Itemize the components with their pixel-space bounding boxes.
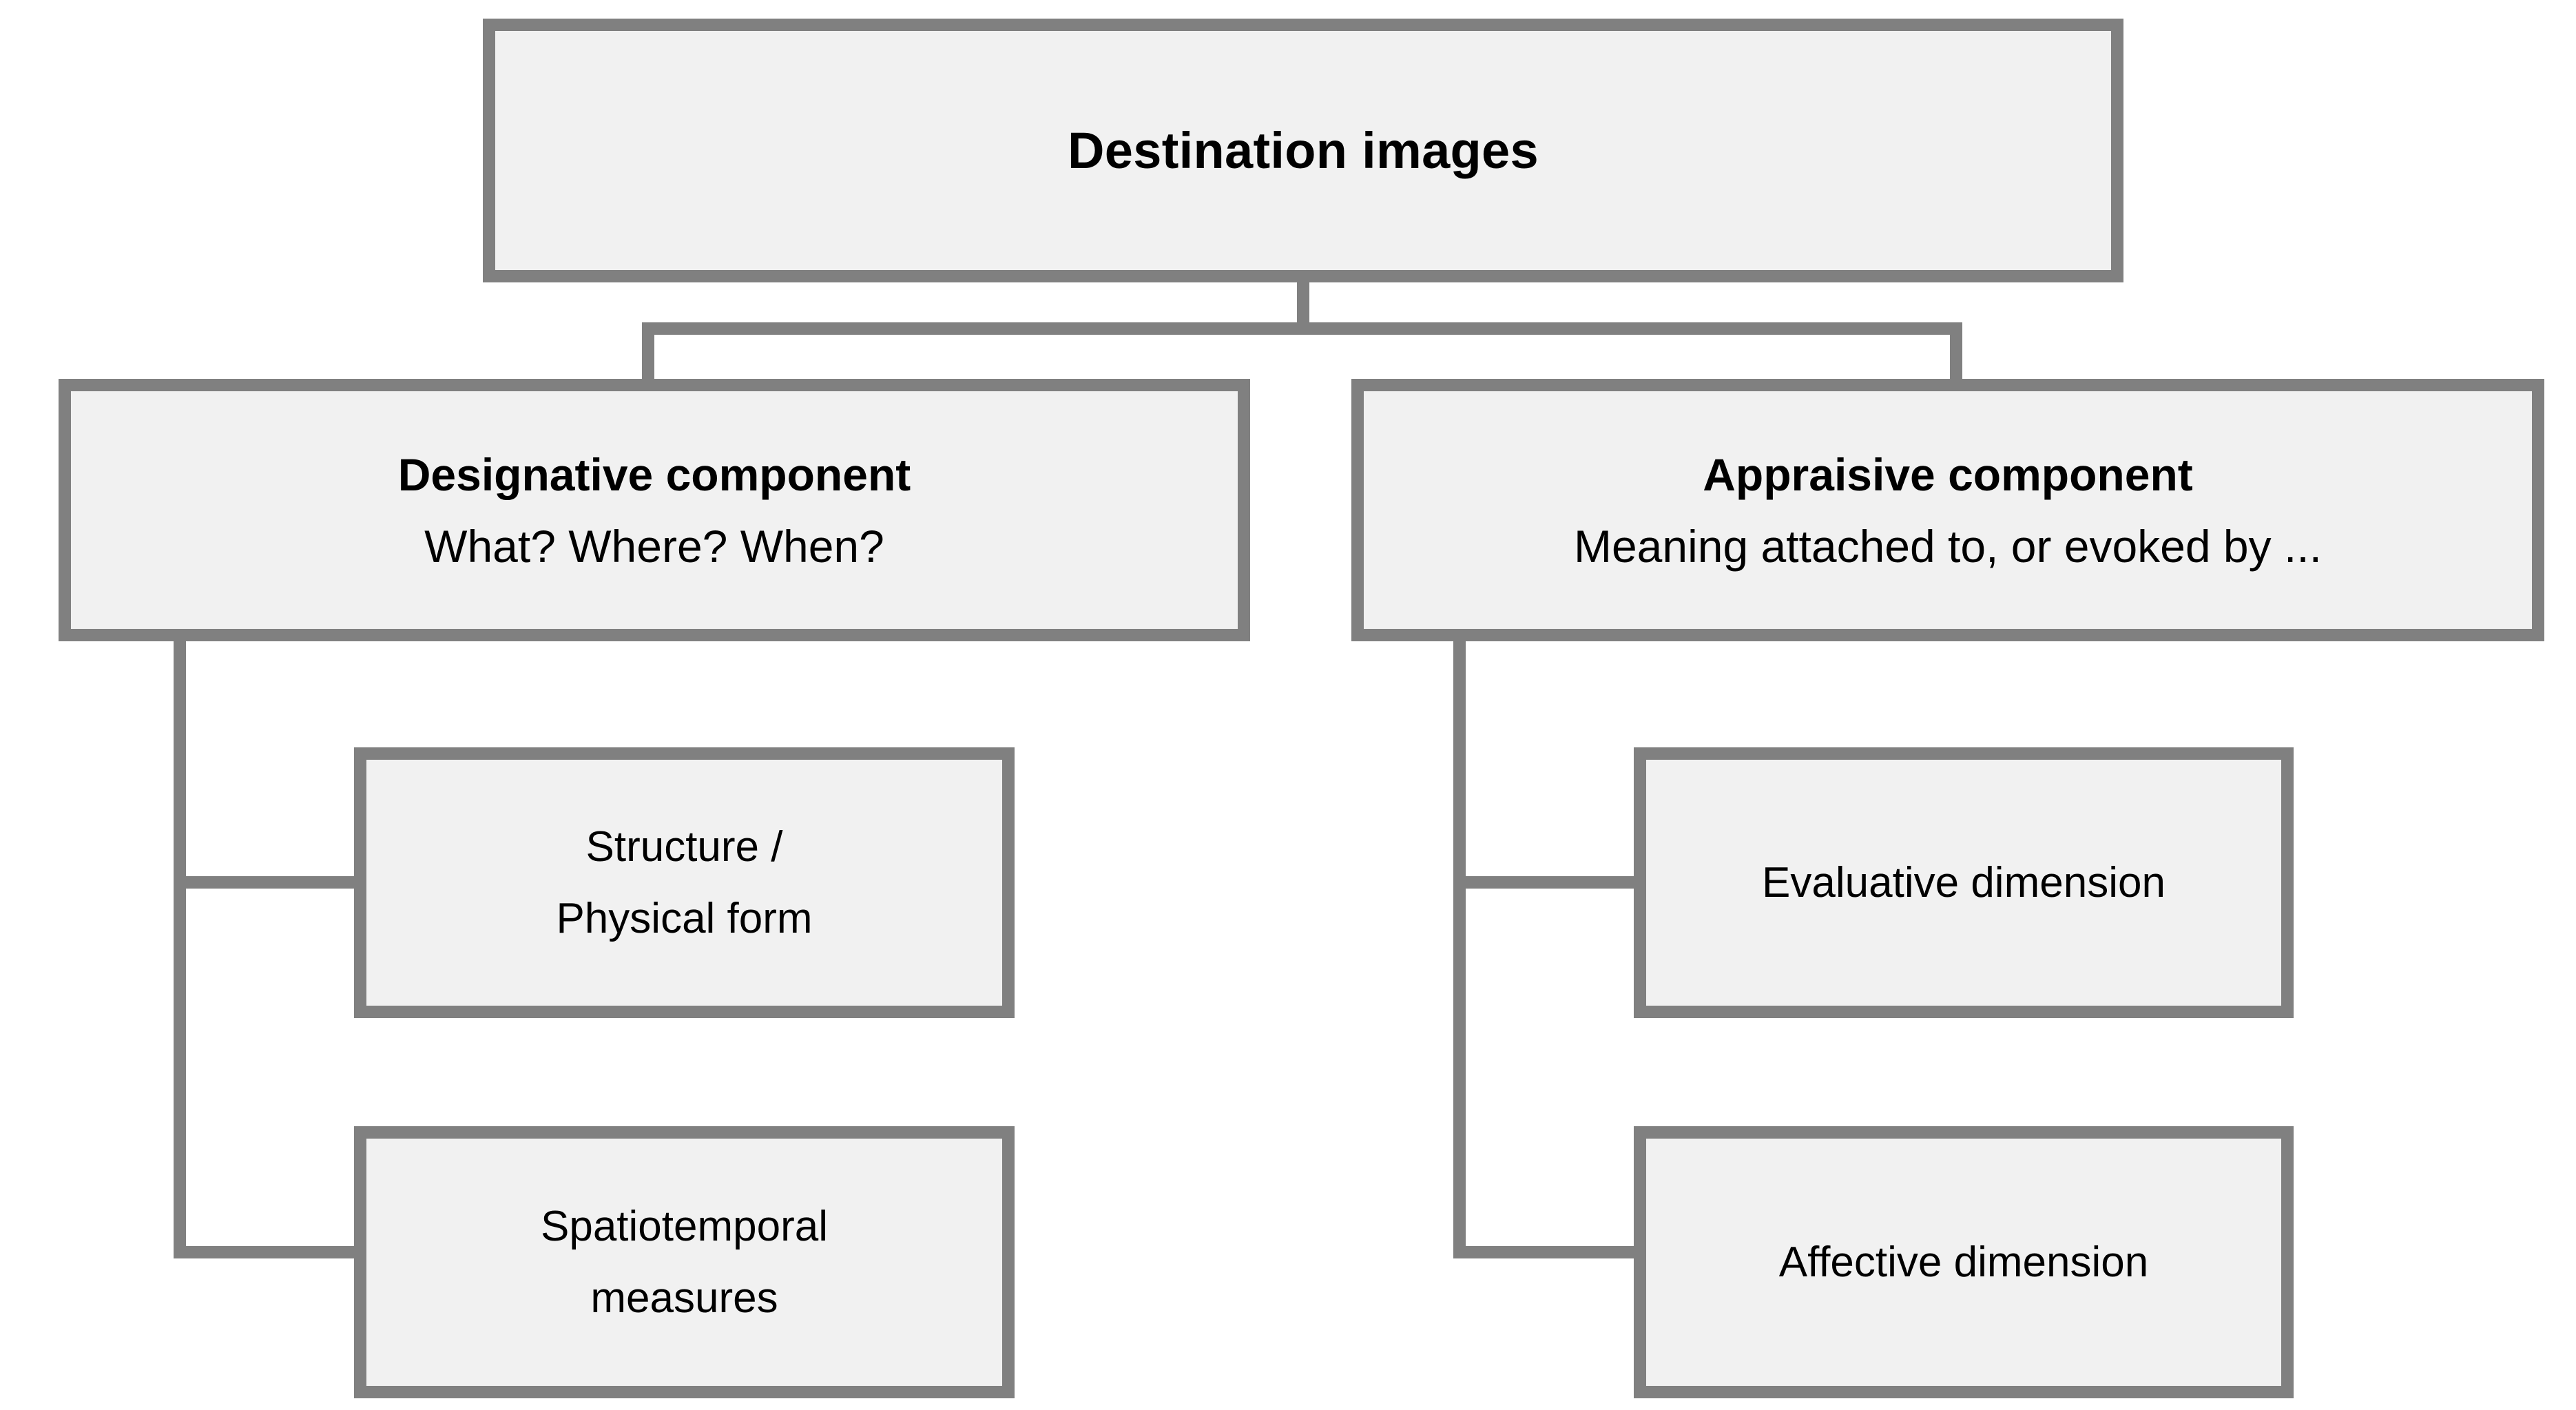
connector-appraisive-trunk bbox=[1453, 634, 1466, 1258]
connector-root-bus bbox=[642, 322, 1962, 335]
connector-designative-to-spatiotemporal bbox=[174, 1246, 358, 1258]
node-appraisive-component-subtitle: Meaning attached to, or evoked by ... bbox=[1573, 520, 2322, 572]
node-appraisive-component[interactable]: Appraisive component Meaning attached to… bbox=[1351, 379, 2544, 641]
node-structure-physical-form[interactable]: Structure / Physical form bbox=[354, 747, 1015, 1018]
node-structure-physical-form-line2: Physical form bbox=[556, 894, 813, 942]
connector-designative-to-structure bbox=[174, 876, 358, 889]
node-structure-physical-form-line1: Structure / bbox=[585, 822, 783, 871]
node-designative-component-subtitle: What? Where? When? bbox=[424, 520, 884, 572]
node-spatiotemporal-measures-line1: Spatiotemporal bbox=[540, 1202, 829, 1250]
node-spatiotemporal-measures[interactable]: Spatiotemporal measures bbox=[354, 1126, 1015, 1398]
node-designative-component-title: Designative component bbox=[397, 448, 911, 500]
node-evaluative-dimension-label: Evaluative dimension bbox=[1762, 858, 2165, 906]
connector-designative-trunk bbox=[174, 634, 186, 1258]
node-spatiotemporal-measures-line2: measures bbox=[590, 1274, 778, 1322]
node-designative-component[interactable]: Designative component What? Where? When? bbox=[59, 379, 1250, 641]
node-evaluative-dimension[interactable]: Evaluative dimension bbox=[1634, 747, 2294, 1018]
connector-root-stem bbox=[1297, 282, 1309, 324]
connector-root-to-appraisive bbox=[1950, 322, 1962, 384]
node-destination-images-label: Destination images bbox=[1068, 121, 1539, 179]
node-appraisive-component-title: Appraisive component bbox=[1703, 448, 2193, 500]
node-affective-dimension-label: Affective dimension bbox=[1778, 1238, 2149, 1286]
connector-appraisive-to-evaluative bbox=[1453, 876, 1638, 889]
connector-appraisive-to-affective bbox=[1453, 1246, 1638, 1258]
node-affective-dimension[interactable]: Affective dimension bbox=[1634, 1126, 2294, 1398]
node-destination-images[interactable]: Destination images bbox=[483, 19, 2123, 282]
connector-root-to-designative bbox=[642, 322, 654, 384]
